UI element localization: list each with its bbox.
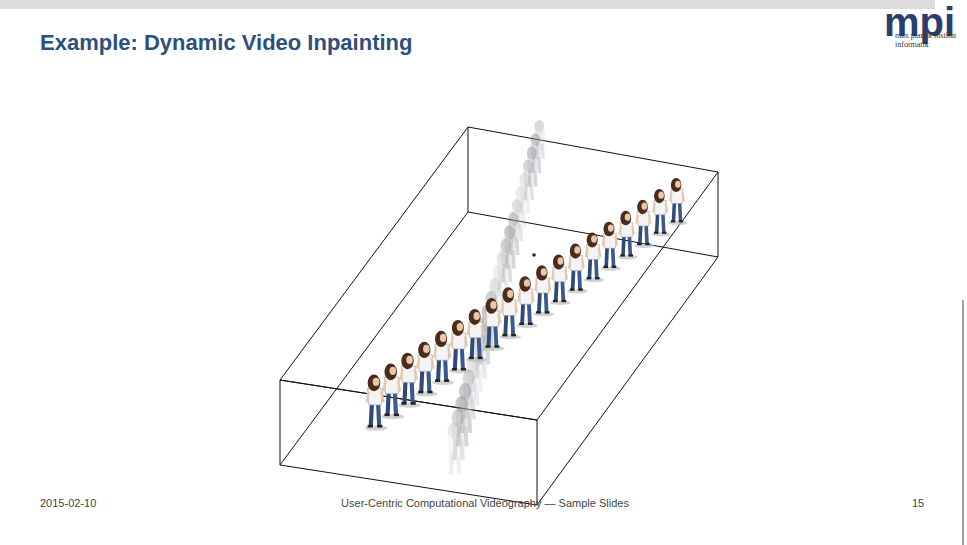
person-figure [533, 265, 554, 316]
ghost-figure [448, 423, 463, 474]
logo-text: max planck institut informatik [895, 31, 963, 49]
walking-person-sequence [365, 178, 688, 431]
person-figure [516, 276, 537, 328]
person-figure [651, 189, 671, 237]
person-figure [618, 211, 638, 260]
person-figure [550, 254, 571, 305]
removed-object-trail [448, 120, 546, 474]
top-bar [0, 0, 935, 9]
person-figure [432, 331, 454, 385]
person-figure [381, 364, 404, 420]
person-figure [634, 200, 654, 248]
page-number: 15 [912, 496, 924, 510]
person-figure [365, 375, 388, 431]
person-figure [584, 233, 604, 283]
person-figure [483, 298, 505, 351]
dot [532, 253, 536, 257]
person-figure [668, 178, 687, 225]
person-figure [499, 287, 520, 339]
slide-title: Example: Dynamic Video Inpainting [40, 30, 412, 56]
person-figure [449, 320, 471, 374]
footer-text: User-Centric Computational Videography —… [341, 496, 629, 510]
video-volume [280, 127, 718, 505]
person-figure [398, 353, 421, 408]
person-figure [601, 222, 621, 271]
frame-line [963, 300, 964, 545]
person-figure [415, 342, 437, 397]
footer-date: 2015-02-10 [40, 496, 96, 510]
person-figure [567, 244, 588, 294]
person-figure [466, 309, 488, 362]
